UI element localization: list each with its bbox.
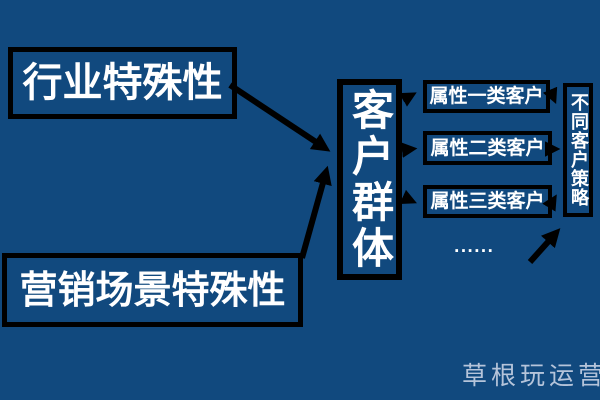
- arrow-customer-group-to-type2: [401, 142, 418, 158]
- node-attribute-type1-customers: 属性一类客户: [423, 80, 550, 113]
- node-attribute-type3-customers: 属性三类客户: [423, 185, 552, 218]
- arrow-type1-to-strategy: [542, 86, 558, 104]
- arrow-marketing-to-customer-group: [299, 165, 332, 259]
- arrow-customer-group-to-type3: [399, 189, 417, 204]
- node-strategy-label: 不同客户策略: [568, 93, 589, 207]
- arrow-industry-to-customer-group: [228, 82, 331, 152]
- node-type3-label: 属性三类客户: [430, 190, 545, 212]
- ellipsis-more-types: ......: [453, 238, 495, 256]
- watermark-text: 草根玩运营: [462, 361, 600, 390]
- arrow-customer-group-to-type1: [399, 92, 417, 107]
- node-type2-label: 属性二类客户: [430, 136, 545, 159]
- node-attribute-type2-customers: 属性二类客户: [423, 131, 552, 165]
- node-marketing-scenario-specificity: 营销场景特殊性: [2, 253, 303, 327]
- node-customer-group-label: 客户群体: [345, 87, 395, 272]
- node-industry-label: 行业特殊性: [22, 60, 223, 106]
- arrow-ellipsis-to-strategy: [527, 228, 561, 265]
- node-industry-specificity: 行业特殊性: [8, 47, 237, 119]
- node-type1-label: 属性一类客户: [429, 85, 544, 107]
- node-different-customer-strategy: 不同客户策略: [563, 83, 593, 217]
- node-marketing-label: 营销场景特殊性: [19, 268, 286, 312]
- node-customer-group: 客户群体: [337, 79, 402, 280]
